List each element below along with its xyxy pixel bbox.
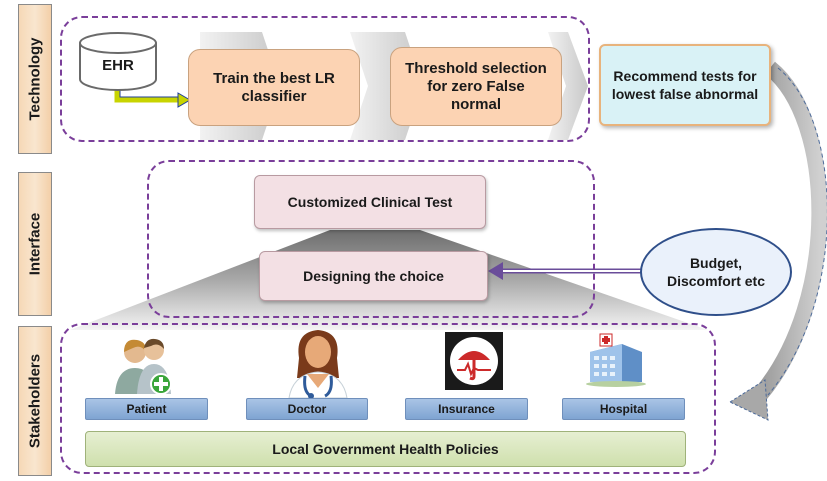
interface-lane [147,160,595,318]
hospital-icon [586,333,646,387]
curved-arrow-head [728,379,769,421]
sidebar-technology: Technology [18,4,52,154]
budget-discomfort-oval: Budget, Discomfort etc [640,228,792,316]
hospital-label: Hospital [562,398,685,420]
insurance-label: Insurance [405,398,528,420]
customized-clinical-test-box: Customized Clinical Test [254,175,486,229]
sidebar-interface: Interface [18,172,52,316]
doctor-icon [288,330,348,398]
ehr-label: EHR [102,56,134,74]
patient-icon [115,338,172,395]
train-classifier-box: Train the best LR classifier [188,49,360,126]
doctor-label: Doctor [246,398,368,420]
sidebar-stakeholders: Stakeholders [18,326,52,476]
designing-choice-box: Designing the choice [259,251,488,301]
ehr-database-icon [79,32,157,91]
curved-arrow [753,61,827,401]
insurance-icon [445,332,503,390]
technology-lane [60,16,590,142]
government-policy-bar: Local Government Health Policies [85,431,686,467]
recommend-tests-box: Recommend tests for lowest false abnorma… [599,44,771,126]
patient-label: Patient [85,398,208,420]
budget-arrow-head [488,262,503,280]
threshold-selection-box: Threshold selection for zero False norma… [390,47,562,126]
stakeholders-lane [60,323,716,474]
